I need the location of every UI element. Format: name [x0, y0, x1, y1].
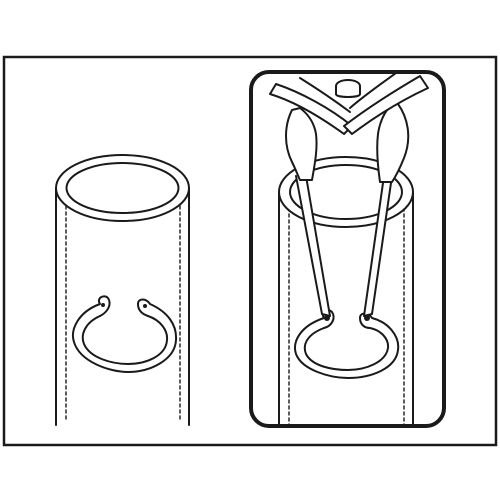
plier-right-jaw — [376, 103, 410, 183]
snap-ring-right-hole — [143, 304, 147, 308]
plier-left-tip — [295, 175, 331, 317]
snap-ring-inner — [303, 327, 390, 371]
left-tube-illustration — [55, 154, 190, 426]
snap-ring-outer — [294, 317, 400, 379]
snap-ring-right-lug — [137, 298, 151, 317]
plier-handle-c — [299, 77, 351, 113]
plier-handle-b — [343, 75, 429, 135]
plier-right-tip — [363, 175, 393, 317]
plier-left-tip-point — [324, 315, 330, 321]
tube-top-rim-inner — [289, 164, 403, 220]
plier-handle-d — [349, 72, 401, 109]
snap-ring-outer — [72, 303, 178, 373]
plier-right-tip-point — [364, 315, 370, 321]
tube-top-rim-outer — [55, 154, 190, 222]
plier-handle-a — [269, 83, 353, 135]
plier-pivot-body — [335, 85, 361, 98]
plier-left-jaw — [285, 107, 318, 181]
right-pliers-illustration — [269, 72, 429, 426]
tube-top-rim-inner — [65, 162, 180, 214]
snap-ring-left-hole — [101, 303, 105, 307]
outer-frame — [2, 55, 498, 447]
snap-ring-inner — [81, 315, 169, 365]
